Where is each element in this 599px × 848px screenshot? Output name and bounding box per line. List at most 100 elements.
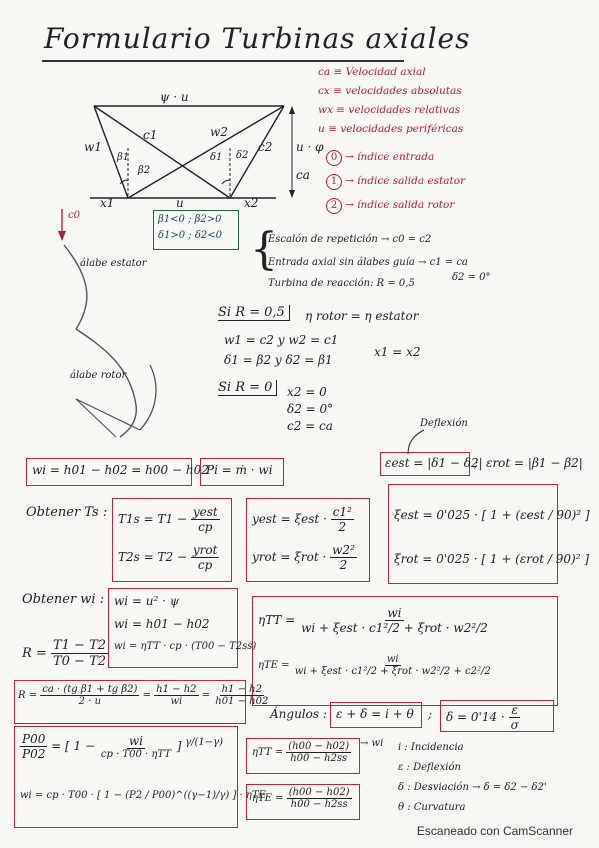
diagram-c1: c1 (143, 128, 158, 142)
ts-box (112, 498, 232, 582)
diagram-top-label: ψ · u (160, 90, 189, 104)
t2s-den: cp (197, 558, 213, 572)
t1s-num: yest (190, 505, 220, 520)
r0-rel2: δ2 = 0° (287, 402, 334, 416)
angulos-eq2-den: σ (510, 718, 519, 732)
eta-te-iso-num: (h00 − h02) (286, 787, 352, 799)
yrot-lhs: yrot = ξrot · (252, 550, 327, 564)
angulos-eq2-num: ε (509, 703, 520, 718)
yest-den: 2 (338, 520, 347, 534)
diagram-x2: x2 (244, 196, 259, 210)
eps-est: εest = |δ1 − δ2| (385, 456, 483, 470)
definition-cx: cx ≡ velocidades absolutas (318, 85, 462, 97)
eta-te-den: wi + ξest · c1²/2 + ξrot · w2²/2 + c2²/2 (294, 666, 491, 677)
r-def-num: T1 − T2 (50, 638, 109, 654)
t2s-num: yrot (190, 543, 220, 558)
angulos-eq1: ε + δ = i + θ (336, 707, 414, 721)
obtener-ts-label: Obtener Ts : (26, 505, 108, 520)
cases-brace: { (250, 224, 278, 275)
diagram-ca: ca (296, 168, 310, 182)
r-angles-f3-den: h01 − h02 (215, 696, 269, 707)
r-angles-f1-den: 2 · u (78, 696, 102, 707)
eta-tt-lhs: ηTT = (258, 613, 296, 627)
eta-tt-iso-num: (h00 − h02) (286, 741, 352, 753)
index-1: 1→ índice salida estator (326, 174, 465, 190)
yest-lhs: yest = ξest · (252, 512, 327, 526)
eta-te-iso-frac: (h00 − h02)h00 − h2ss (286, 787, 352, 810)
pressure-mid: = [ 1 − (51, 739, 96, 753)
title-underline (42, 60, 404, 62)
eta-te-iso-den: h00 − h2ss (290, 799, 348, 810)
eta-tt-iso-den: h00 − h2ss (290, 753, 348, 764)
r05-rel1: w1 = c2 y w2 = c1 (224, 333, 339, 347)
stator-label: álabe estator (80, 258, 147, 269)
angulos-label: Ángulos : (270, 707, 327, 721)
r05-label: Si R = 0,5 (218, 305, 290, 321)
wi-methods-box (108, 588, 238, 668)
eta-tt-iso-box (246, 738, 360, 774)
velocity-triangle-diagram (90, 105, 295, 199)
blade-sketch (58, 209, 157, 438)
xi-rot: ξrot = 0'025 · [ 1 + (εrot / 90)² ] (394, 552, 590, 566)
case-entrada-axial: Entrada axial sin álabes guía → c1 = ca (268, 257, 468, 268)
diagram-delta2: δ2 (236, 150, 249, 161)
r-angles-f1-num: ca · (tg β1 + tg β2) (40, 684, 140, 696)
wi-method-1: wi = u² · ψ (114, 594, 180, 608)
case-reaccion: Turbina de reacción: R = 0,5 (268, 278, 415, 289)
definition-wx: wx ≡ velocidades relativas (318, 104, 461, 116)
diagram-x1: x1 (100, 196, 115, 210)
diagram-w2: w2 (210, 125, 228, 139)
eta-te-num: wi (384, 654, 401, 666)
r-angles-f2-num: h1 − h2 (154, 684, 199, 696)
pi-equation: Pi = ṁ · wi (206, 463, 273, 477)
r-angles-box (14, 680, 246, 724)
index-0: 0→ índice entrada (326, 150, 434, 166)
diagram-beta2: β2 (138, 165, 151, 176)
eta-tt-den: wi + ξest · c1²/2 + ξrot · w2²/2 (301, 621, 488, 635)
angulos-box-2 (440, 700, 554, 732)
pressure-f-num: wi (126, 733, 145, 749)
sign-convention-box (153, 210, 239, 250)
legend-incidencia: i : Incidencia (398, 742, 464, 753)
sign-line-2: δ1>0 ; δ2<0 (158, 230, 222, 241)
index-0-number: 0 (326, 150, 342, 166)
wi-equation: wi = h01 − h02 = h00 − h02 (32, 463, 209, 477)
r-angles-lhs: R = (18, 690, 38, 701)
yrot-den: 2 (339, 558, 348, 572)
index-1-number: 1 (326, 174, 342, 190)
wi-pressure-line: wi = cp · T00 · [ 1 − (P2 / P00)^((γ−1)/… (20, 790, 266, 801)
diagram-c2: c2 (258, 140, 273, 154)
legend-deflexion: ε : Deflexión (398, 762, 461, 773)
index-2-text: → índice salida rotor (345, 199, 455, 211)
angulos-eq2-lhs: δ = 0'14 · (446, 710, 505, 724)
eps-est-box (380, 452, 470, 476)
yrot-num: w2² (330, 543, 357, 558)
page-title: Formulario Turbinas axiales (44, 22, 471, 55)
sign-line-1: β1<0 ; β2>0 (158, 214, 222, 225)
r0-rel3: c2 = ca (287, 419, 333, 433)
wi-method-2: wi = h01 − h02 (114, 617, 210, 631)
pressure-lhs-den: P02 (22, 747, 46, 761)
eta-te-lhs: ηTE = (258, 660, 290, 671)
eta-te-iso-row: ηTE = (h00 − h02)h00 − h2ss (252, 787, 352, 810)
yest-num: c1² (330, 505, 354, 520)
t1s-lhs: T1s = T1 − (118, 512, 187, 526)
pressure-exponent: γ/(1−γ) (185, 737, 224, 748)
eta-tt-iso-row: ηTT = (h00 − h02)h00 − h2ss (252, 741, 352, 764)
eta-tt-iso-frac: (h00 − h02)h00 − h2ss (286, 741, 352, 764)
deflexion-arrow (407, 429, 425, 455)
r-angles-frac-1: ca · (tg β1 + tg β2)2 · u (40, 684, 140, 707)
